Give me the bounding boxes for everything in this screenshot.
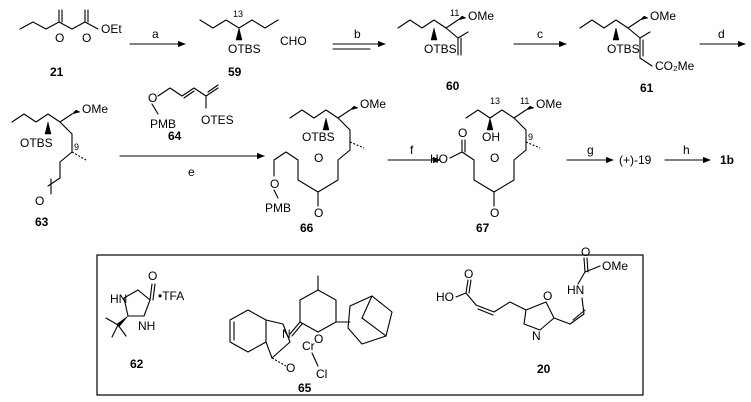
c21-ester: OEt [101, 22, 122, 36]
c67-ome: OMe [536, 97, 562, 111]
c65-cr: Cr [302, 339, 315, 353]
compound-64-number: 64 [168, 129, 182, 143]
compound-62: O HN NH •TFA 62 [105, 269, 184, 371]
c21-acid-o: O [82, 31, 91, 45]
compound-66-number: 66 [300, 221, 314, 235]
compound-21: O O OEt 21 [19, 9, 122, 79]
step-g: g [587, 143, 594, 157]
step-b: b [354, 27, 361, 41]
compound-1b-label: 1b [720, 153, 734, 167]
c65-o2: O [286, 361, 295, 375]
c59-locant: 13 [233, 9, 243, 19]
c66-ketone-o: O [314, 206, 323, 220]
compound-63: OMe OTBS 9 O 63 [11, 102, 108, 229]
c20-ho: HO [436, 290, 454, 304]
c65-cl: Cl [316, 367, 327, 381]
c67-ketone-o: O [490, 206, 499, 220]
c66-ome: OMe [360, 97, 386, 111]
compound-63-number: 63 [35, 215, 49, 229]
c66-pmb: PMB [265, 201, 291, 215]
c60-ome: OMe [468, 9, 494, 23]
compound-20-number: 20 [537, 362, 551, 376]
compound-20: HO O O N HN O OMe 20 [436, 245, 628, 376]
c67-locant9: 9 [528, 132, 533, 142]
step-e: e [188, 165, 195, 179]
compound-21-number: 21 [50, 65, 64, 79]
step-c: c [537, 27, 543, 41]
step-h: h [683, 143, 690, 157]
c67-acid-ho: HO [430, 152, 448, 166]
c67-locant13: 13 [490, 96, 500, 106]
c61-ome: OMe [650, 9, 676, 23]
step-d: d [718, 27, 725, 41]
compound-61-number: 61 [640, 81, 654, 95]
c63-ome: OMe [82, 102, 108, 116]
c67-acid-o: O [458, 126, 467, 140]
compound-65-number: 65 [298, 381, 312, 395]
c64-otes: OTES [201, 113, 234, 127]
c59-aldehyde: CHO [280, 34, 307, 48]
c62-nh: NH [138, 319, 155, 333]
c20-o-ox: O [543, 289, 552, 303]
c61-otbs: OTBS [607, 42, 640, 56]
c65-n: N [282, 327, 291, 341]
c20-ome: OMe [602, 259, 628, 273]
c20-n: N [532, 329, 541, 343]
compound-60: 11 OMe OTBS 60 [397, 8, 494, 93]
compound-59: 13 CHO OTBS 59 [199, 9, 307, 79]
c61-ester: CO₂Me [655, 59, 695, 73]
compound-67: 13 11 OMe OH 9 O O O HO 67 [430, 96, 562, 235]
c67-oh: OH [482, 130, 500, 144]
c62-tfa: •TFA [158, 289, 184, 303]
c60-otbs: OTBS [424, 42, 457, 56]
catalyst-box [96, 254, 644, 396]
c66-otbs: OTBS [302, 130, 335, 144]
c66-chain-o: O [270, 177, 279, 191]
c64-pmb: PMB [150, 117, 176, 131]
compound-59-number: 59 [228, 65, 242, 79]
compound-62-number: 62 [130, 357, 144, 371]
c59-otbs: OTBS [228, 42, 261, 56]
compound-60-number: 60 [446, 79, 460, 93]
c62-o: O [148, 269, 157, 283]
c67-locant11: 11 [520, 96, 529, 106]
compound-65: N O Cr Cl O 65 [229, 275, 393, 395]
step-f: f [410, 143, 414, 157]
c20-hn: HN [567, 283, 584, 297]
c65-o1: O [314, 332, 323, 346]
compound-66: OMe OTBS O O O PMB 66 [265, 97, 386, 235]
c66-ring-o: O [314, 151, 323, 165]
c63-locant: 9 [74, 142, 79, 152]
compound-19-label: (+)-19 [619, 153, 652, 167]
c21-ketone-o: O [55, 31, 64, 45]
c60-locant: 11 [450, 8, 459, 18]
step-a: a [152, 27, 159, 41]
c64-o: O [148, 91, 157, 105]
compound-67-number: 67 [476, 221, 490, 235]
compound-61: OMe OTBS CO₂Me 61 [579, 9, 695, 95]
c20-o1: O [464, 267, 473, 281]
c63-otbs: OTBS [20, 136, 53, 150]
c62-hn: HN [110, 292, 127, 306]
compound-64: O PMB OTES 64 [148, 84, 234, 143]
c20-o-carb: O [581, 245, 590, 259]
c63-aldehyde-o: O [35, 194, 44, 208]
c67-ring-o: O [490, 151, 499, 165]
